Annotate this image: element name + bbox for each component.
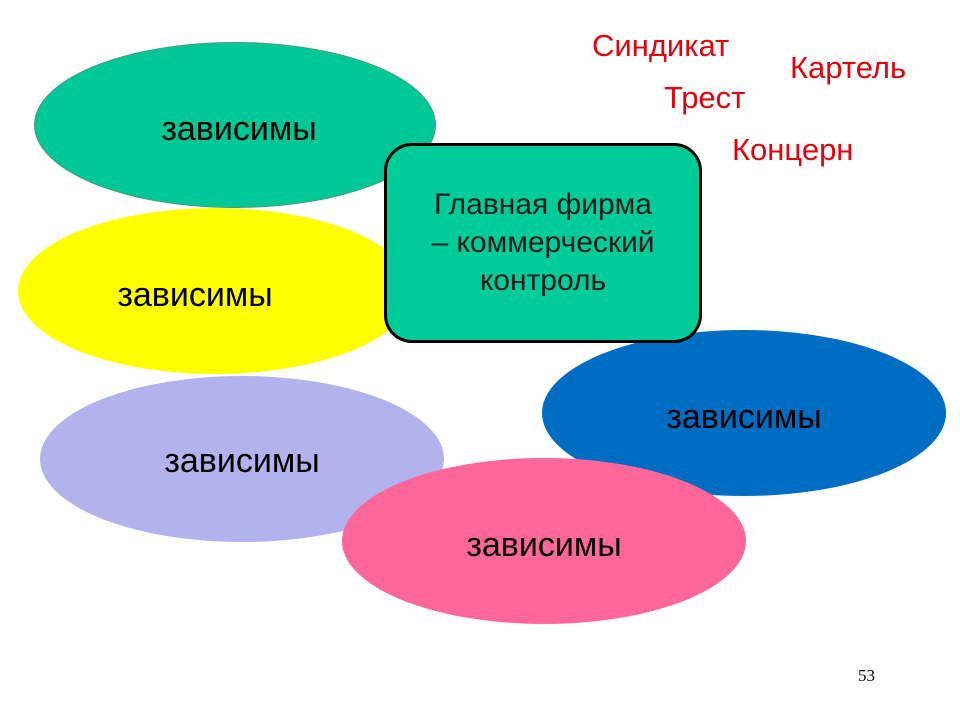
page-number: 53 xyxy=(858,666,875,685)
dependent-label: зависимы xyxy=(466,525,622,564)
main-firm-line: – коммерческий xyxy=(431,226,655,259)
main-firm-line: контроль xyxy=(479,264,607,297)
dependent-label: зависимы xyxy=(161,109,317,148)
dependent-label: зависимы xyxy=(666,397,822,436)
cartel-label: Картель xyxy=(790,50,907,85)
concern-label: Концерн xyxy=(732,132,854,167)
dependent-ellipse-lavender: зависимы xyxy=(40,376,444,542)
dependent-ellipse-teal: зависимы xyxy=(34,42,436,208)
trust-label: Трест xyxy=(664,80,746,115)
dependent-ellipse-pink: зависимы xyxy=(342,458,746,624)
dependent-label: зависимы xyxy=(117,275,273,314)
syndicate-label: Синдикат xyxy=(592,28,730,63)
main-firm-line: Главная фирма xyxy=(434,188,652,221)
main-firm-box: Главная фирма – коммерческий контроль xyxy=(384,143,702,343)
dependent-ellipse-yellow: зависимы xyxy=(18,208,412,374)
dependent-label: зависимы xyxy=(164,441,320,480)
